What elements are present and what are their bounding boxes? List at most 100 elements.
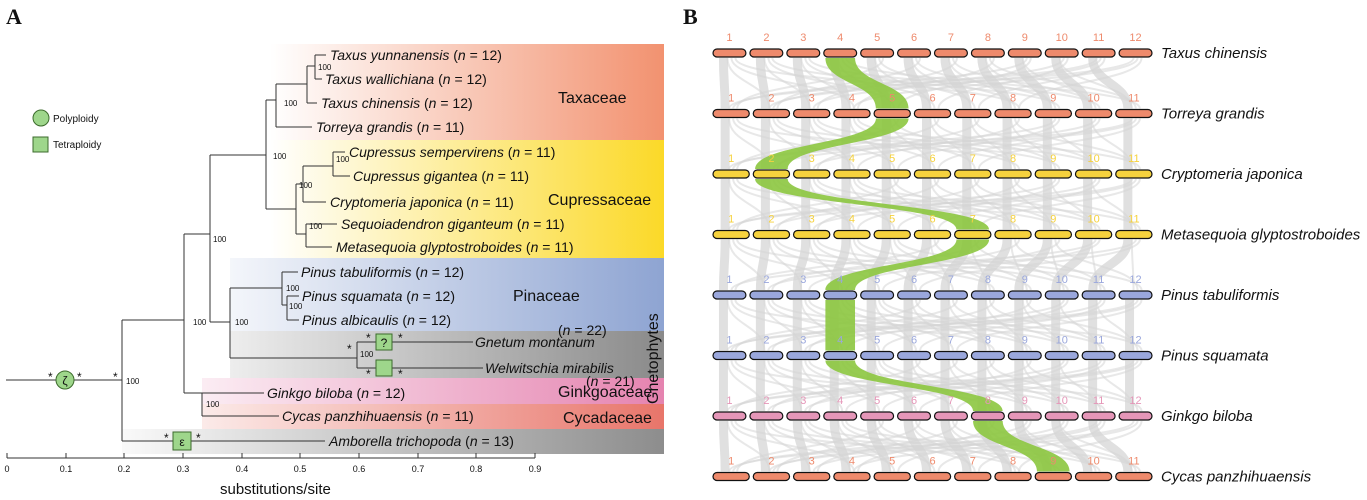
chromosome-number: 11 [1128,153,1139,165]
taxon-label: Cupressus sempervirens (n = 11) [349,144,555,160]
chromosome-number: 9 [1022,32,1028,44]
synteny-link [1018,420,1143,472]
species-label: Pinus tabuliformis [1161,287,1280,304]
synteny-highlight-ribbon [755,179,990,230]
synteny-link [755,239,770,291]
synteny-highlight-ribbon [825,360,1003,411]
tetraploidy-gnetum-marker [375,333,393,351]
chromosome-bar [1034,108,1073,119]
taxon-label: Metasequoia glyptostroboides (n = 11) [336,239,574,255]
chromosome-number: 10 [1056,274,1068,286]
chromosome-bar [860,48,895,58]
chromosome-bar [1118,48,1153,58]
synteny-link [728,57,1098,110]
chromosome-bar [970,411,1005,421]
chromosome-bar [712,229,750,240]
chromosome-bar [823,48,858,58]
chromosome-number: 11 [1128,456,1139,468]
taxon-label: Torreya grandis (n = 11) [316,119,464,135]
synteny-highlight-ribbon [825,58,909,109]
chromosome-number: 2 [768,214,774,226]
chromosome-bar [792,169,831,179]
chromosome-bar [786,411,821,421]
family-label-gnetophytes: Gnetophytes [645,313,662,404]
chromosome-bar [1115,471,1153,482]
chromosome-bar [712,48,747,58]
chromosome-bar [1081,290,1116,300]
chromosome-bar [1044,350,1079,361]
wgd-star: * [398,331,403,345]
taxon-label: Pinus squamata (n = 12) [302,288,455,304]
chromosome-number: 3 [809,93,815,105]
chromosome-bar [1044,48,1079,58]
chromosome-bar [823,290,858,300]
chromosome-bar [833,108,871,119]
chromosome-bar [833,229,871,240]
chromosome-number: 6 [929,93,935,105]
synteny-link [882,239,1101,291]
chromosome-bar [1081,350,1116,361]
chromosome-number: 10 [1087,456,1099,468]
chromosome-number: 10 [1087,153,1099,165]
chromosome-number: 3 [800,335,806,347]
chromosome-bar [1115,229,1153,240]
chromosome-number: 7 [970,456,976,468]
wgd-star: * [113,370,118,384]
polyploidy-legend-icon [32,109,50,127]
taxon-label: Cycas panzhihuaensis (n = 11) [282,408,474,424]
chromosome-bar [860,290,895,300]
chromosome-number: 4 [849,214,855,226]
taxon-labels: Taxus yunnanensis (n = 12) Taxus wallich… [267,47,635,449]
chromosome-number: 4 [837,274,843,286]
chromosome-bar [1074,471,1113,482]
phylogeny-tree [6,54,483,442]
wgd-star: * [347,342,352,356]
bootstrap-value: 100 [309,222,323,231]
chromosome-number: 5 [874,335,880,347]
chromosome-number: 3 [809,214,815,226]
family-label-pinaceae: Pinaceae [513,288,580,305]
family-bands [122,44,664,454]
legend-label: Tetraploidy [53,140,101,151]
chromosome-bar [1074,108,1113,119]
legend: Polyploidy Tetraploidy [32,109,101,153]
chromosome-number: 8 [1010,153,1016,165]
chromosome-bar [1007,290,1042,300]
chromosome-number: 11 [1128,93,1139,105]
chromosome-bar [913,169,952,179]
chromosome-number: 9 [1050,456,1056,468]
chromosome-number: 1 [726,274,732,286]
chromosome-bar [994,471,1032,482]
chromosome-number: 2 [763,335,769,347]
family-label-ginkgoaceae: Ginkgoaceae [558,384,652,401]
scale-axis [6,453,536,459]
bootstrap-value: 100 [318,63,332,72]
zeta-label: ζ [62,374,68,388]
chromosome-number: 10 [1056,335,1068,347]
chromosome-number: 7 [948,335,954,347]
family-labels: Taxaceae Cupressaceae Pinaceae Ginkgoace… [513,90,662,427]
chromosome-bar [1081,411,1116,421]
chromosome-number: 5 [889,456,895,468]
chromosome-number: 9 [1022,335,1028,347]
chromosome-bar [860,350,895,361]
wgd-star: * [77,370,82,384]
tetraploidy-legend-icon [32,136,49,153]
bootstrap-value: 100 [273,152,287,161]
chromosome-number: 9 [1022,395,1028,407]
synteny-link [977,118,1141,170]
chromosome-bar [823,350,858,361]
chromosome-bar [933,411,969,421]
synteny-link [728,178,1133,231]
species-label: Torreya grandis [1161,106,1265,123]
chromosome-number: 9 [1050,93,1056,105]
taxon-label: Taxus chinensis (n = 12) [321,95,473,111]
axis-label: substitutions/site [220,481,331,498]
panel-label-b: B [683,4,698,29]
chromosome-number: 1 [728,153,734,165]
tetraploidy-welwitschia-marker [375,359,393,377]
chromosome-number: 6 [911,274,917,286]
synteny-link [1130,239,1135,291]
chromosome-bar [752,108,791,119]
chromosome-number: 2 [768,456,774,468]
